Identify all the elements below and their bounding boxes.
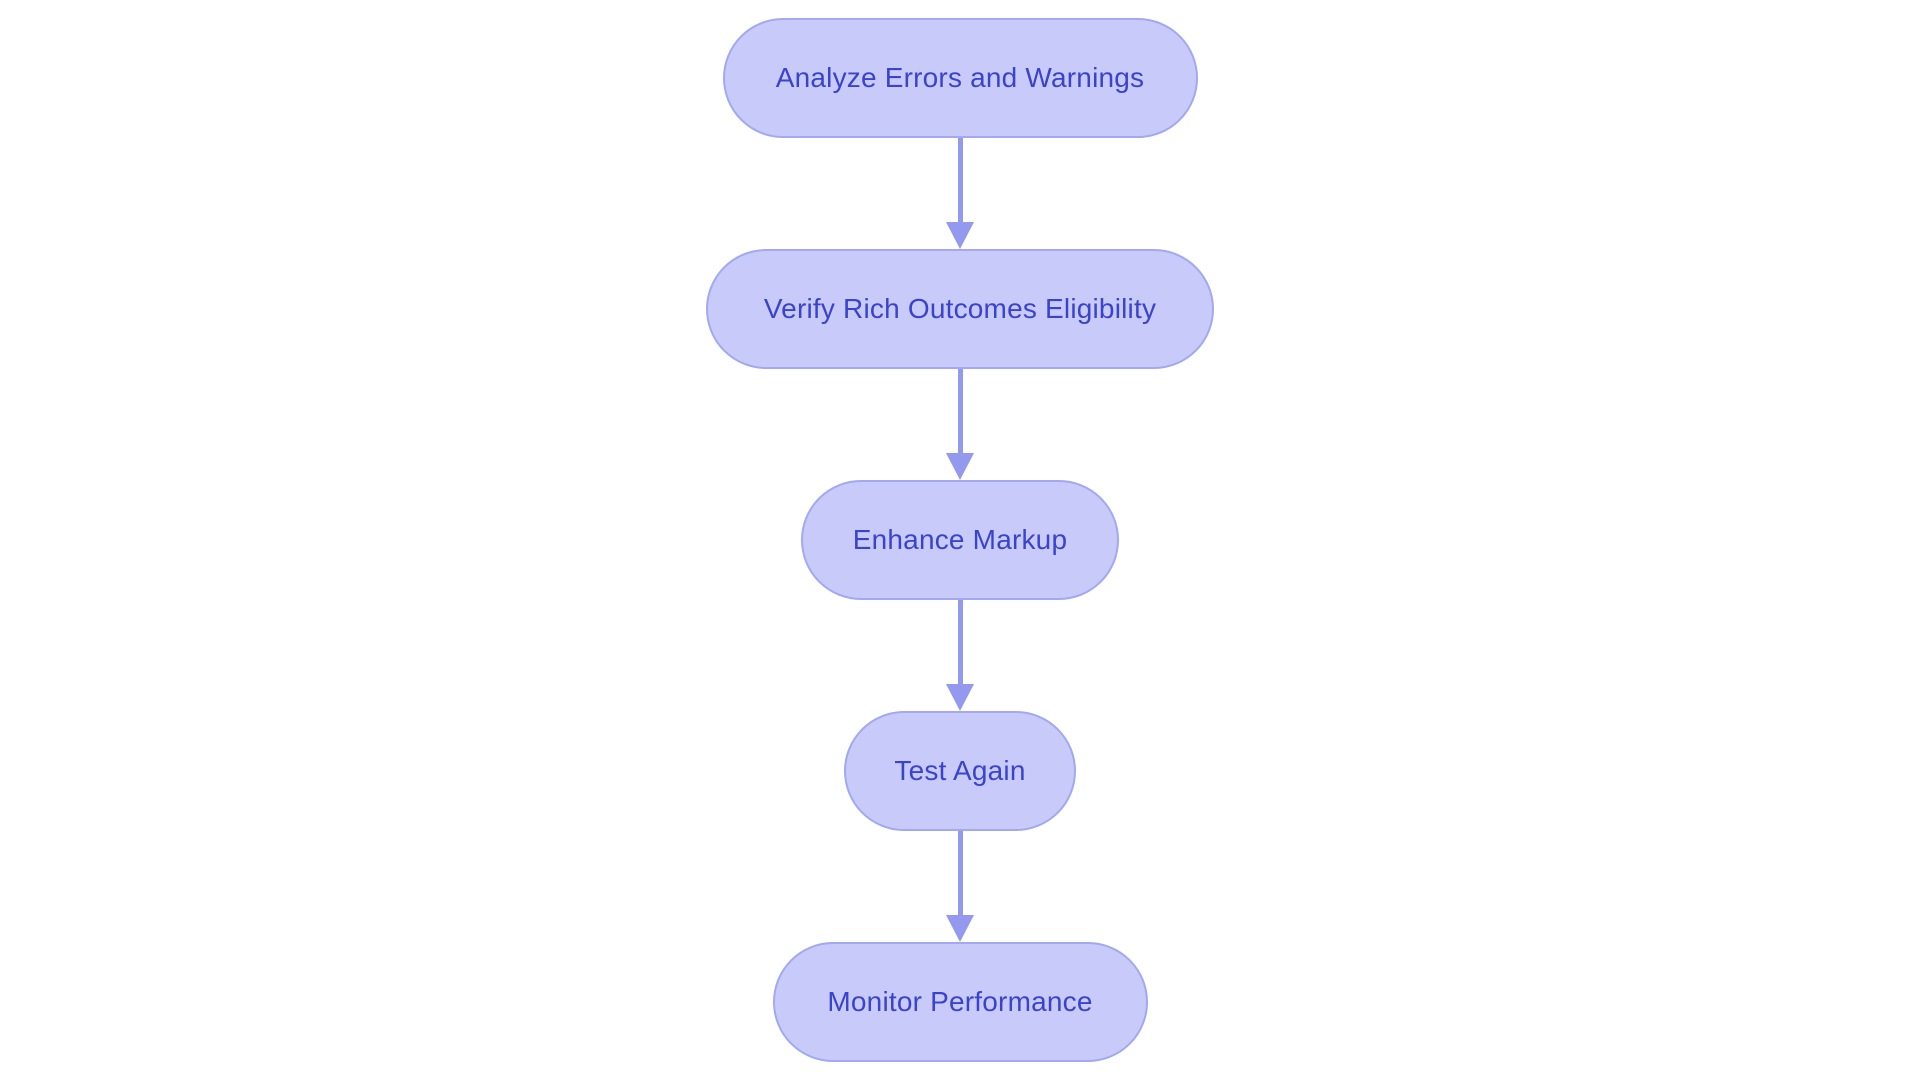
flow-node-monitor-performance: Monitor Performance — [772, 942, 1148, 1062]
node-label: Test Again — [894, 755, 1026, 786]
flow-node-test-again: Test Again — [844, 711, 1076, 831]
edge-line — [957, 831, 963, 915]
arrow-down-icon — [946, 684, 974, 711]
flow-node-verify-rich-outcomes-eligibility: Verify Rich Outcomes Eligibility — [706, 249, 1214, 369]
node-label: Enhance Markup — [852, 524, 1068, 555]
node-label: Monitor Performance — [827, 986, 1093, 1017]
edge-line — [957, 369, 963, 453]
edge-line — [957, 600, 963, 684]
flow-edge-2 — [946, 369, 974, 480]
arrow-down-icon — [946, 222, 974, 249]
edge-line — [957, 138, 963, 222]
node-label: Verify Rich Outcomes Eligibility — [763, 293, 1157, 324]
flow-edge-4 — [946, 831, 974, 942]
arrow-down-icon — [946, 915, 974, 942]
flow-node-enhance-markup: Enhance Markup — [801, 480, 1119, 600]
flow-edge-3 — [946, 600, 974, 711]
node-label: Analyze Errors and Warnings — [775, 62, 1145, 93]
flow-edge-1 — [946, 138, 974, 249]
flow-node-analyze-errors-and-warnings: Analyze Errors and Warnings — [722, 18, 1198, 138]
arrow-down-icon — [946, 453, 974, 480]
